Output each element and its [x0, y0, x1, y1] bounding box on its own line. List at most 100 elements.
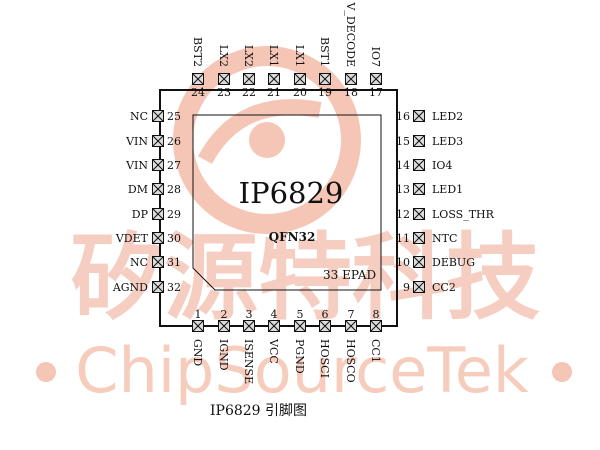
pin-14-marker	[413, 159, 425, 171]
pin-1-marker-cross	[192, 320, 204, 332]
pin-19-name: BST1	[318, 37, 331, 67]
pin-27-marker	[152, 159, 164, 171]
pin-11-marker	[413, 232, 425, 244]
pin-16-name: LED2	[432, 110, 463, 123]
pin-21-number: 21	[267, 86, 281, 99]
chip-name: IP6829	[239, 176, 344, 210]
pin-20-name: LX1	[293, 45, 306, 67]
pin-22-marker-cross	[243, 73, 255, 85]
pin-30-name: VDET	[115, 232, 149, 245]
pin-7-number: 7	[348, 308, 355, 321]
pin-13-marker-cross	[413, 183, 425, 195]
pin-24-name: BST2	[191, 37, 204, 67]
pin-19-number: 19	[318, 86, 332, 99]
pin-8-number: 8	[373, 308, 380, 321]
pin-19-marker-cross	[319, 73, 331, 85]
pin-4-marker-cross	[268, 320, 280, 332]
pin-3-number: 3	[246, 308, 253, 321]
pin-15-name: LED3	[432, 135, 463, 148]
pin-8-marker	[370, 320, 382, 332]
diagram-caption: IP6829 引脚图	[210, 403, 307, 419]
pin-31-marker	[152, 256, 164, 268]
pin-22-name: LX2	[242, 45, 255, 67]
pin-11-marker-cross	[413, 232, 425, 244]
pin-6-number: 6	[322, 308, 329, 321]
pin-27-number: 27	[167, 159, 181, 172]
pin-7-name: HOSCO	[344, 339, 357, 383]
pin-26-number: 26	[167, 135, 181, 148]
pin-23-marker	[218, 73, 230, 85]
pin-21-marker-cross	[268, 73, 280, 85]
pin-14-number: 14	[396, 159, 410, 172]
pin-3-name: ISENSE	[242, 339, 255, 384]
pin-28-number: 28	[167, 183, 181, 196]
pin-32-marker	[152, 281, 164, 293]
pins: 1GND2IGND3ISENSE4VCC5PGND6HOSCI7HOSCO8CC…	[112, 1, 495, 384]
pin-24-number: 24	[191, 86, 205, 99]
pin-26-marker	[152, 135, 164, 147]
pin-23-name: LX2	[217, 45, 230, 67]
pin-16-marker	[413, 110, 425, 122]
pin-7-marker-cross	[345, 320, 357, 332]
pin-28-marker-cross	[152, 183, 164, 195]
pin-2-name: IGND	[217, 339, 230, 371]
pin-29-name: DP	[132, 208, 149, 221]
pin-13-number: 13	[396, 183, 410, 196]
pin-17-number: 17	[369, 86, 383, 99]
pin-22-marker	[243, 73, 255, 85]
pin-11-name: NTC	[432, 232, 457, 245]
pin-9-marker-cross	[413, 281, 425, 293]
pin-10-marker	[413, 256, 425, 268]
pin-19-marker	[319, 73, 331, 85]
pin-1-marker	[192, 320, 204, 332]
pin-32-marker-cross	[152, 281, 164, 293]
pin-6-name: HOSCI	[318, 339, 331, 378]
pin-9-number: 9	[403, 281, 410, 294]
pin-26-marker-cross	[152, 135, 164, 147]
pin-1-name: GND	[191, 339, 204, 366]
pin-12-marker-cross	[413, 208, 425, 220]
pin-16-number: 16	[396, 110, 410, 123]
package-name: QFN32	[269, 230, 316, 244]
pin-4-name: VCC	[267, 338, 280, 364]
pin-9-marker	[413, 281, 425, 293]
pin-31-name: NC	[130, 256, 148, 269]
pin-5-marker-cross	[294, 320, 306, 332]
pin-15-marker	[413, 135, 425, 147]
pin-1-number: 1	[195, 308, 202, 321]
watermark-cn-text: 矽源特科技	[70, 224, 540, 333]
pin-18-number: 18	[344, 86, 358, 99]
pin-10-name: DEBUG	[432, 256, 475, 269]
pin-13-marker	[413, 183, 425, 195]
pin-17-name: IO7	[369, 47, 382, 67]
pin-24-marker	[192, 73, 204, 85]
pin-9-name: CC2	[432, 281, 456, 294]
watermark-dot-right	[552, 362, 572, 382]
pin-20-marker-cross	[294, 73, 306, 85]
pin-17-marker-cross	[370, 73, 382, 85]
pin-3-marker-cross	[243, 320, 255, 332]
pin-11-number: 11	[396, 232, 410, 245]
epad-label: 33 EPAD	[323, 268, 376, 282]
pin-18-marker-cross	[345, 73, 357, 85]
epad-outline	[192, 114, 382, 291]
pin-15-marker-cross	[413, 135, 425, 147]
pin-14-name: IO4	[432, 159, 452, 172]
pin-14-marker-cross	[413, 159, 425, 171]
pin-24-marker-cross	[192, 73, 204, 85]
pin-18-marker	[345, 73, 357, 85]
pin-6-marker	[319, 320, 331, 332]
pin-21-name: LX1	[267, 45, 280, 67]
pin-25-marker-cross	[152, 110, 164, 122]
pin-25-number: 25	[167, 110, 181, 123]
pin-2-marker	[218, 320, 230, 332]
pin-17-marker	[370, 73, 382, 85]
pin-31-number: 31	[167, 256, 181, 269]
pin-5-marker	[294, 320, 306, 332]
pin-23-number: 23	[217, 86, 231, 99]
pin-29-number: 29	[167, 208, 181, 221]
pin-16-marker-cross	[413, 110, 425, 122]
pin-29-marker-cross	[152, 208, 164, 220]
pin-2-marker-cross	[218, 320, 230, 332]
